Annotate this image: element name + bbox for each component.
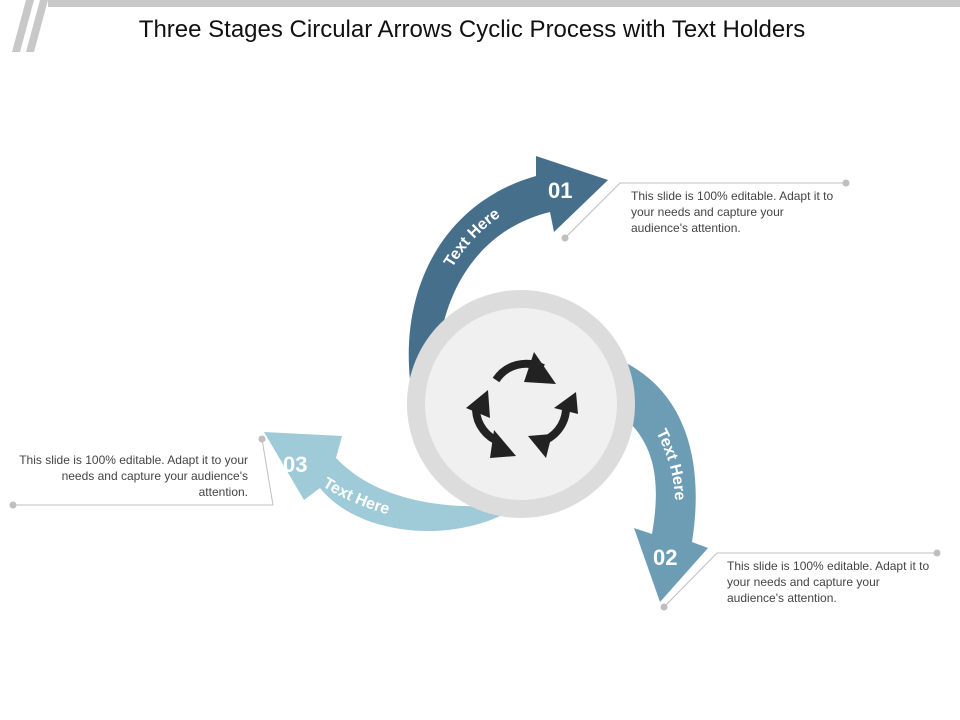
recycle-arrows-icon bbox=[466, 352, 578, 458]
top-bar-stripe bbox=[12, 0, 34, 52]
stage-3-description: This slide is 100% editable. Adapt it to… bbox=[19, 453, 248, 499]
connector-dot bbox=[9, 501, 17, 509]
stage-2-number: 02 bbox=[653, 545, 677, 570]
stage-1-number: 01 bbox=[548, 178, 572, 203]
stage-1-description: This slide is 100% editable. Adapt it to… bbox=[631, 189, 834, 235]
stage-2-description: This slide is 100% editable. Adapt it to… bbox=[727, 559, 930, 605]
connector-dot bbox=[660, 603, 668, 611]
slide-title: Three Stages Circular Arrows Cyclic Proc… bbox=[138, 16, 806, 43]
connector-dot bbox=[561, 234, 569, 242]
stage-2-arrow bbox=[600, 360, 708, 602]
top-bar-stripe bbox=[26, 0, 48, 52]
stage-3-number: 03 bbox=[283, 452, 307, 477]
top-bar-line bbox=[48, 0, 960, 7]
stage-3-arrow bbox=[264, 432, 518, 532]
connector-stage-1 bbox=[561, 179, 850, 242]
hub-inner-circle bbox=[425, 308, 617, 500]
connector-line bbox=[13, 438, 274, 506]
top-decorative-bar bbox=[12, 0, 960, 52]
connector-line bbox=[564, 182, 846, 239]
connector-dot bbox=[842, 179, 850, 187]
recycle-arrowhead-right bbox=[528, 434, 552, 458]
connector-stage-3 bbox=[9, 435, 274, 509]
connector-stage-2 bbox=[660, 549, 941, 611]
recycle-arrowhead-left-2 bbox=[490, 430, 516, 458]
recycle-arrowhead-right-2 bbox=[554, 392, 578, 414]
connector-dot bbox=[933, 549, 941, 557]
connector-line bbox=[663, 552, 937, 608]
recycle-arrowhead-left bbox=[466, 390, 490, 418]
recycle-arrowhead-top bbox=[524, 352, 556, 384]
connector-dot bbox=[258, 435, 266, 443]
stage-1-arrow bbox=[408, 156, 608, 380]
